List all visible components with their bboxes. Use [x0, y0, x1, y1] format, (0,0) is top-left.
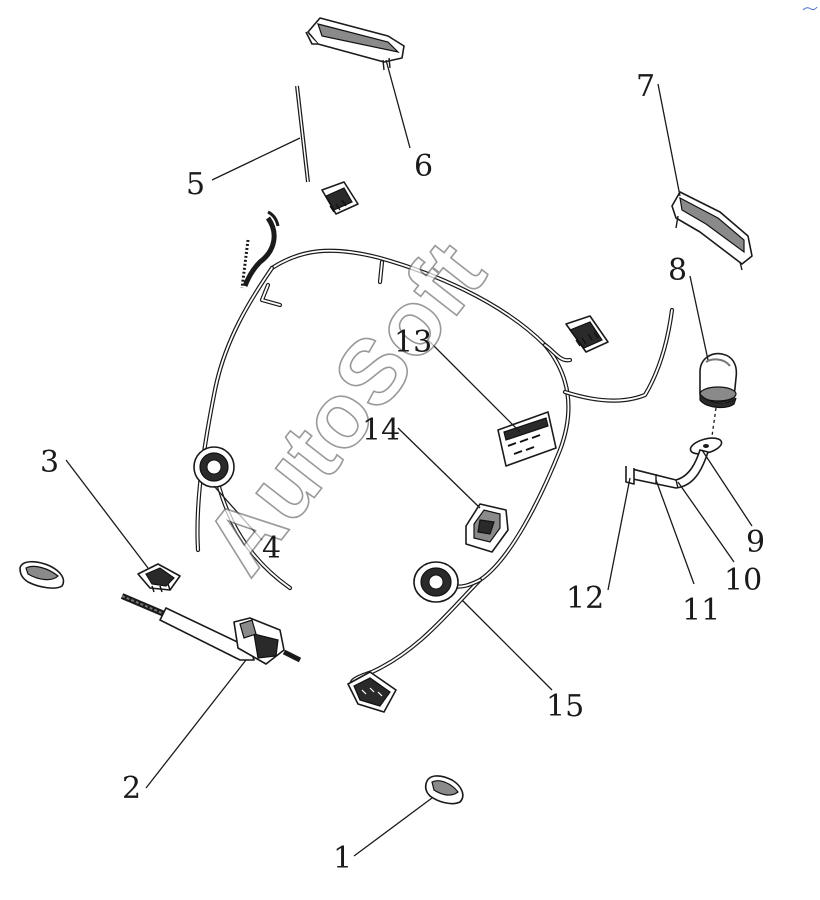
callout-2: 2 — [122, 771, 141, 806]
part-14-dome — [465, 503, 509, 553]
callout-15: 15 — [546, 689, 584, 724]
part-5-rod — [295, 85, 310, 183]
callout-13: 13 — [394, 325, 432, 360]
callout-4: 4 — [262, 531, 281, 566]
callout-9: 9 — [746, 525, 765, 560]
callout-7: 7 — [636, 69, 655, 104]
callout-14: 14 — [362, 413, 400, 448]
leader-lines — [65, 59, 753, 857]
callout-3: 3 — [40, 445, 59, 480]
top-vent — [321, 181, 359, 215]
part-4-speaker — [193, 446, 235, 488]
corner-mark — [802, 6, 818, 11]
part-1-lamp — [424, 775, 464, 805]
callout-11: 11 — [682, 593, 720, 628]
callout-10: 10 — [724, 563, 762, 598]
lower-lamp — [347, 671, 397, 713]
watermark: AutoSoft — [185, 224, 504, 593]
callout-6: 6 — [414, 149, 433, 184]
right-vent — [565, 315, 609, 353]
callout-12: 12 — [566, 581, 604, 616]
callout-labels: 1 2 3 4 5 6 7 8 9 10 11 12 13 14 15 — [40, 69, 765, 876]
part-7-handle — [671, 191, 753, 271]
callout-8: 8 — [668, 253, 687, 288]
callout-5: 5 — [186, 167, 205, 202]
wiring-harness — [195, 210, 675, 687]
part-3-lamp — [137, 563, 181, 593]
part-10-12-bracket — [625, 449, 709, 489]
part-2-wiper — [120, 593, 302, 665]
lower-speaker — [413, 561, 459, 603]
left-side-light — [19, 560, 65, 589]
part-8-beacon — [699, 352, 738, 409]
beacon-axis — [711, 407, 717, 437]
part-13-panel — [497, 411, 557, 467]
callout-1: 1 — [333, 841, 352, 876]
part-6-handle — [305, 17, 405, 71]
